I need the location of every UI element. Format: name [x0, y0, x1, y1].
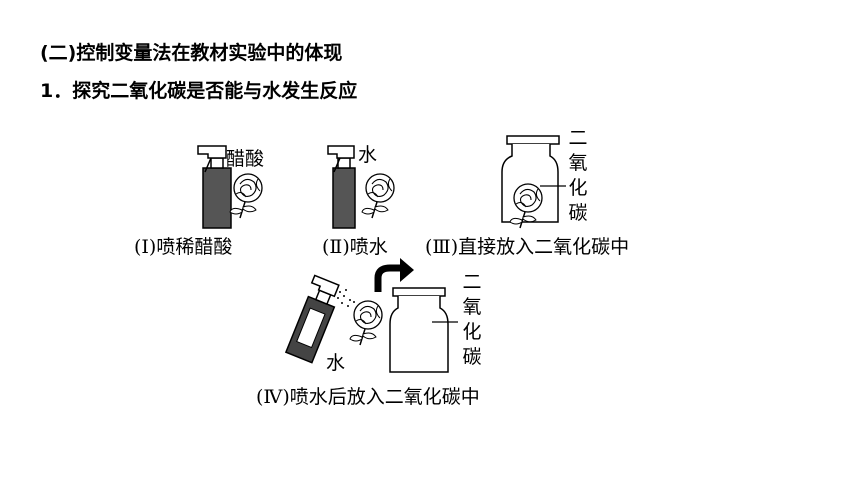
spray-label-water: 水 — [358, 144, 378, 166]
rose-icon-1 — [229, 173, 263, 219]
spray-bottle-2 — [327, 145, 356, 229]
curved-arrow-icon — [374, 258, 414, 292]
rose-icon-2 — [361, 173, 395, 219]
section-title: (二)控制变量法在教材实验中的体现 — [40, 42, 343, 64]
caption-experiment-4: (Ⅳ)喷水后放入二氧化碳中 — [256, 386, 480, 408]
jar-label-co2-4: 二氧化碳 — [462, 271, 482, 368]
spray-label-water-4: 水 — [326, 352, 346, 374]
item-title: 1．探究二氧化碳是否能与水发生反应 — [40, 80, 358, 102]
spray-mist — [337, 289, 355, 307]
spray-label-acetic-acid: 醋酸 — [226, 148, 265, 170]
caption-experiment-1: (Ⅰ)喷稀醋酸 — [134, 236, 233, 258]
spray-bottle-4 — [284, 274, 340, 364]
spray-bottle-1 — [197, 145, 232, 229]
gas-jar-4 — [389, 287, 458, 373]
caption-experiment-2: (Ⅱ)喷水 — [322, 236, 388, 258]
jar-label-co2-3: 二氧化碳 — [568, 127, 588, 224]
rose-icon-4 — [349, 300, 383, 346]
caption-experiment-3: (Ⅲ)直接放入二氧化碳中 — [425, 236, 630, 258]
